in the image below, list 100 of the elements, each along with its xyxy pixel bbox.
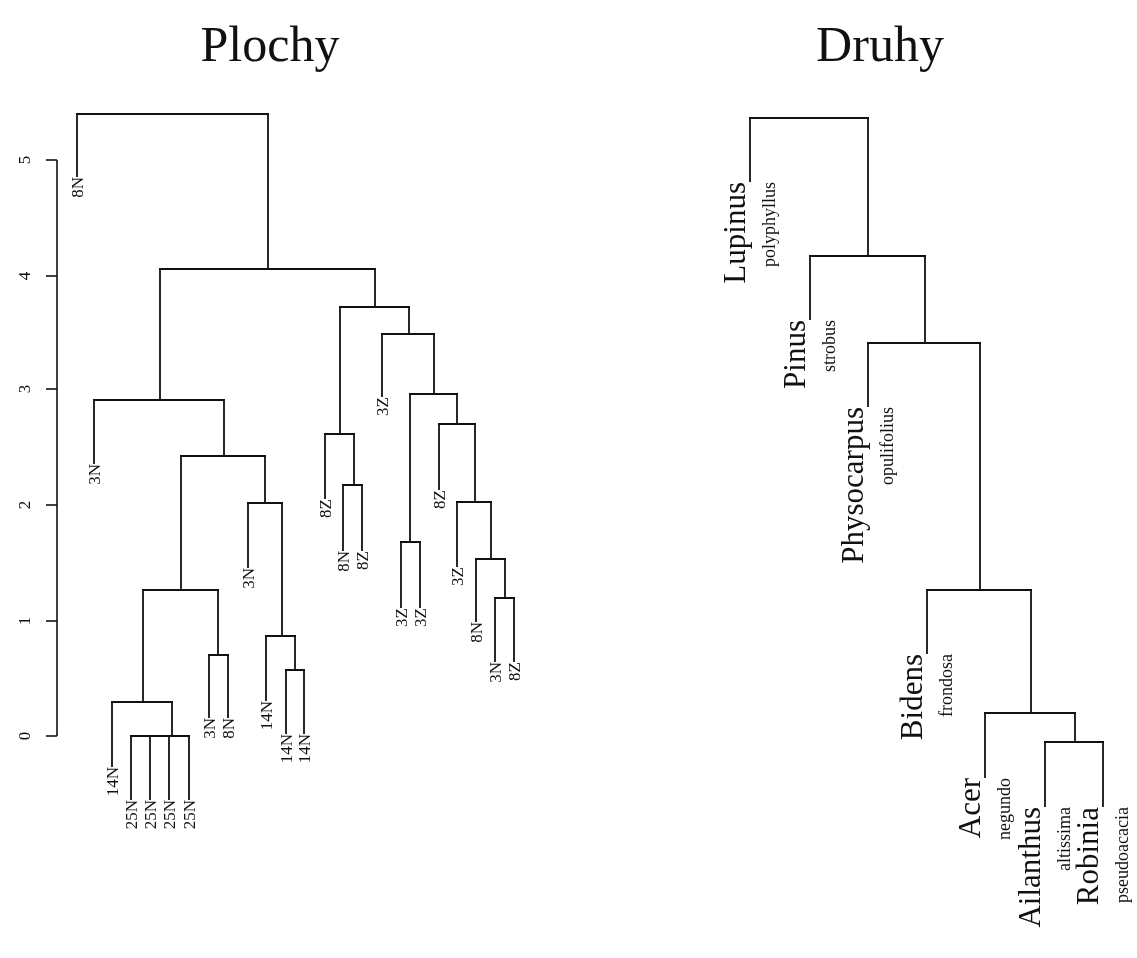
axis-tick-label: 1 bbox=[15, 616, 33, 626]
leaf-label: 14N bbox=[257, 701, 275, 731]
leaf-label: 3Z bbox=[392, 608, 410, 627]
leaf-label: 3N bbox=[239, 568, 257, 589]
branch-line bbox=[456, 501, 458, 568]
leaf-label: 3Z bbox=[448, 567, 466, 586]
branch-line bbox=[504, 558, 506, 598]
chart-title: Druhy bbox=[816, 15, 944, 74]
axis-tick-label: 0 bbox=[15, 731, 33, 741]
branch-line bbox=[513, 597, 515, 663]
species-epithet: altissima bbox=[1055, 807, 1073, 871]
leaf-label: 14N bbox=[295, 734, 313, 764]
branch-line bbox=[475, 558, 477, 623]
branch-line bbox=[474, 423, 476, 502]
branch-line bbox=[353, 433, 355, 485]
branch-line bbox=[867, 342, 869, 408]
leaf-label: 8N bbox=[68, 177, 86, 198]
branch-line bbox=[374, 268, 376, 307]
genus-name: Robinia bbox=[1073, 807, 1103, 906]
branch-line bbox=[180, 455, 182, 590]
branch-line bbox=[159, 268, 161, 400]
branch-line bbox=[408, 306, 410, 334]
axis-tick-label: 2 bbox=[15, 500, 33, 510]
leaf-label: 8Z bbox=[353, 551, 371, 570]
branch-line bbox=[294, 635, 296, 670]
branch-line bbox=[1044, 741, 1046, 808]
leaf-label: 8N bbox=[219, 718, 237, 739]
leaf-label: 3Z bbox=[373, 397, 391, 416]
species-epithet: polyphyllus bbox=[760, 182, 778, 267]
leaf-label: 8Z bbox=[505, 662, 523, 681]
branch-line bbox=[433, 333, 435, 394]
species-epithet: strobus bbox=[820, 320, 838, 372]
branch-line bbox=[285, 669, 287, 735]
branch-line bbox=[265, 635, 267, 702]
chart-title: Plochy bbox=[200, 15, 340, 74]
genus-name: Bidens bbox=[897, 654, 927, 741]
branch-line bbox=[749, 117, 751, 183]
leaf-label: 25N bbox=[122, 800, 140, 830]
branch-line bbox=[979, 342, 981, 590]
species-epithet: opulifolius bbox=[878, 407, 896, 485]
branch-line bbox=[409, 393, 411, 542]
branch-line bbox=[456, 393, 458, 424]
branch-line bbox=[342, 484, 344, 552]
genus-name: Physocarpus bbox=[838, 407, 868, 564]
branch-line bbox=[188, 735, 190, 801]
leaf-label: 25N bbox=[160, 800, 178, 830]
branch-line bbox=[419, 541, 421, 609]
branch-line bbox=[281, 502, 283, 636]
branch-line bbox=[339, 306, 341, 434]
branch-line bbox=[494, 597, 496, 663]
genus-name: Lupinus bbox=[720, 182, 750, 284]
branch-line bbox=[130, 735, 132, 801]
branch-line bbox=[264, 455, 266, 503]
branch-line bbox=[227, 654, 229, 719]
branch-line bbox=[247, 502, 249, 569]
branch-line bbox=[809, 255, 811, 321]
axis-tick-label: 4 bbox=[15, 271, 33, 281]
axis-tick-label: 3 bbox=[15, 384, 33, 394]
branch-line bbox=[926, 589, 928, 655]
branch-line bbox=[1074, 712, 1076, 742]
genus-name: Acer bbox=[955, 778, 985, 839]
axis-tick-label: 5 bbox=[15, 155, 33, 165]
branch-line bbox=[490, 501, 492, 559]
leaf-label: 3N bbox=[200, 718, 218, 739]
branch-line bbox=[76, 113, 78, 178]
branch-line bbox=[208, 654, 210, 719]
leaf-label: 8Z bbox=[316, 499, 334, 518]
branch-line bbox=[168, 735, 170, 801]
leaf-label: 25N bbox=[180, 800, 198, 830]
genus-name: Pinus bbox=[780, 320, 810, 389]
leaf-label: 14N bbox=[277, 734, 295, 764]
branch-line bbox=[223, 399, 225, 456]
branch-line bbox=[303, 669, 305, 735]
branch-line bbox=[1030, 589, 1032, 713]
branch-line bbox=[867, 117, 869, 256]
branch-line bbox=[142, 589, 144, 702]
branch-line bbox=[438, 423, 440, 491]
branch-line bbox=[267, 113, 269, 269]
leaf-label: 3N bbox=[85, 464, 103, 485]
branch-line bbox=[93, 399, 95, 465]
branch-line bbox=[924, 255, 926, 343]
branch-line bbox=[111, 701, 113, 768]
branch-line bbox=[381, 333, 383, 398]
leaf-label: 3N bbox=[486, 662, 504, 683]
leaf-label: 25N bbox=[141, 800, 159, 830]
branch-line bbox=[171, 701, 173, 736]
leaf-label: 3Z bbox=[411, 608, 429, 627]
genus-name: Ailanthus bbox=[1015, 807, 1045, 928]
branch-line bbox=[984, 712, 986, 779]
branch-line bbox=[217, 589, 219, 655]
leaf-label: 8Z bbox=[430, 490, 448, 509]
leaf-label: 8N bbox=[467, 622, 485, 643]
leaf-label: 8N bbox=[334, 551, 352, 572]
branch-line bbox=[400, 541, 402, 609]
branch-line bbox=[149, 735, 151, 801]
species-epithet: pseudoacacia bbox=[1113, 807, 1131, 903]
leaf-label: 14N bbox=[103, 767, 121, 797]
branch-line bbox=[1102, 741, 1104, 808]
branch-line bbox=[324, 433, 326, 500]
species-epithet: frondosa bbox=[937, 654, 955, 717]
